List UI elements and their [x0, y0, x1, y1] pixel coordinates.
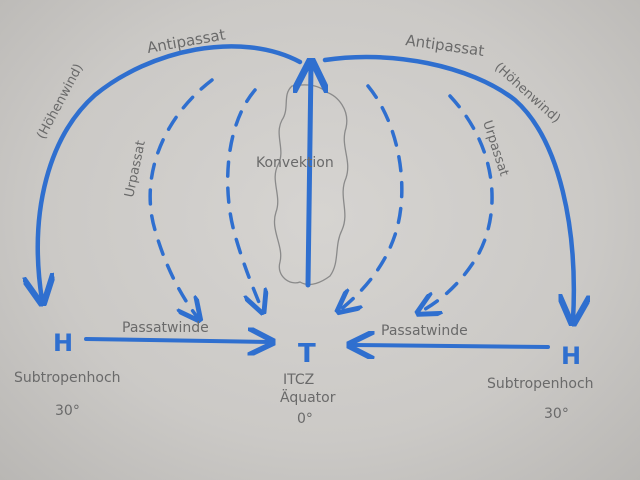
- antipassat-left-arrow: [38, 44, 303, 300]
- rising-air-arrow: [308, 65, 311, 288]
- low-pressure-center-symbol: T: [298, 339, 316, 369]
- high-pressure-right-symbol: H: [561, 342, 581, 370]
- label-passatwinde-left: Passatwinde: [122, 320, 209, 336]
- label-aequator: Äquator: [280, 388, 336, 406]
- descending-dashed-arrow-left-outer: [148, 78, 214, 318]
- passatwinde-left-arrow: [84, 339, 270, 342]
- label-30deg-left: 30°: [55, 403, 80, 419]
- label-antipassat-right: Antipassat: [404, 31, 485, 60]
- label-subtropenhoch-left: Subtropenhoch: [14, 370, 121, 386]
- label-urpassat-left: Urpassat: [122, 139, 149, 199]
- descending-dashed-arrow-left-inner: [225, 88, 262, 310]
- antipassat-right-arrow: [322, 54, 574, 320]
- label-konvektion: Konvektion: [256, 155, 334, 171]
- convection-cloud: [273, 84, 349, 286]
- label-30deg-right: 30°: [544, 406, 569, 422]
- label-hoehenwind-left: (Höhenwind): [34, 61, 86, 141]
- label-subtropenhoch-right: Subtropenhoch: [487, 376, 594, 392]
- descending-dashed-arrow-right-outer: [420, 94, 494, 312]
- label-passatwinde-right: Passatwinde: [381, 323, 468, 339]
- label-0deg: 0°: [297, 411, 313, 427]
- passatwinde-right-arrow: [352, 345, 550, 347]
- descending-dashed-arrow-right-inner: [340, 84, 404, 310]
- high-pressure-left-symbol: H: [53, 329, 73, 357]
- label-itcz: ITCZ: [283, 372, 314, 388]
